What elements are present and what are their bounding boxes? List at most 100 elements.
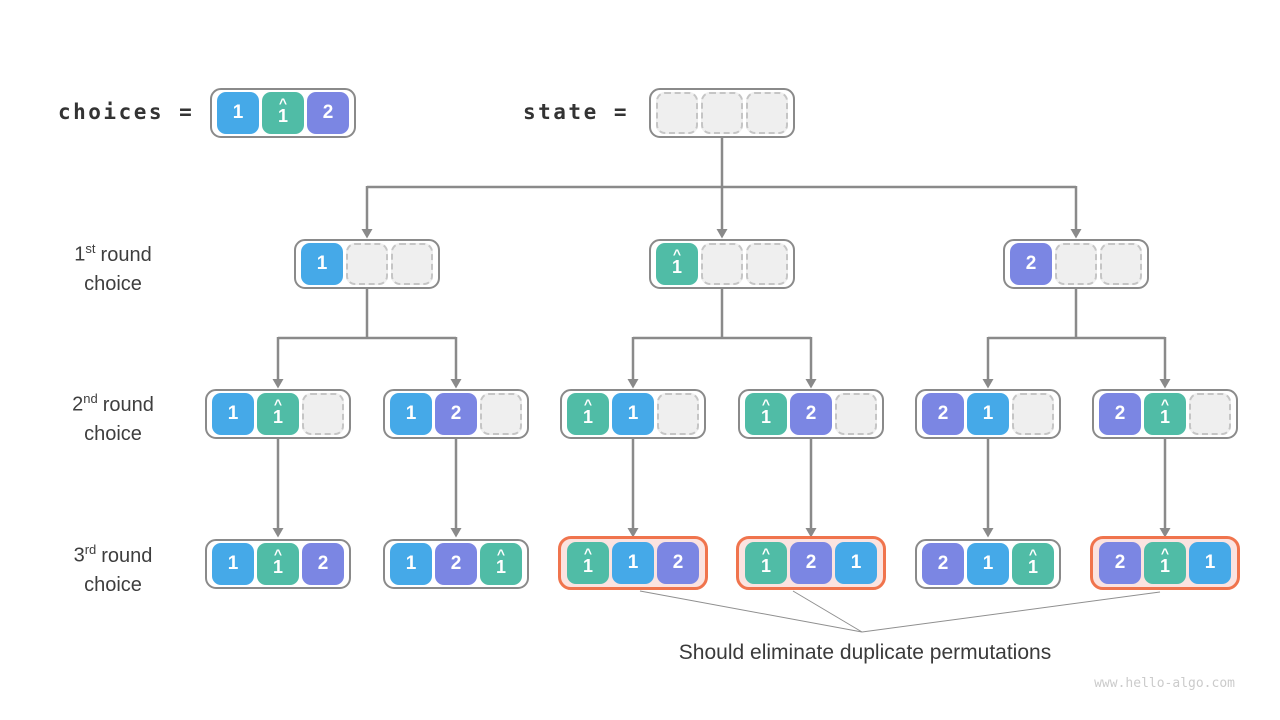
cell-2: 2 bbox=[307, 92, 349, 134]
cell-digit: 1 bbox=[1159, 555, 1170, 576]
r2-box-5: 2 1 bbox=[915, 389, 1061, 439]
cell-1: 1 bbox=[212, 543, 254, 585]
choices-box: 1 ^1 2 bbox=[210, 88, 356, 138]
r3-box-1: 1 ^1 2 bbox=[205, 539, 351, 589]
hat-mark: ^ bbox=[761, 544, 771, 561]
r3-box-4-duplicate: ^1 2 1 bbox=[736, 536, 886, 590]
cell-2: 2 bbox=[657, 542, 699, 584]
cell-1: 1 bbox=[967, 393, 1009, 435]
r2-box-6: 2 ^1 bbox=[1092, 389, 1238, 439]
cell-1: 1 bbox=[835, 542, 877, 584]
cell-digit: 1 bbox=[582, 406, 593, 427]
empty-cell bbox=[1055, 243, 1097, 285]
hat-mark: ^ bbox=[273, 545, 283, 562]
hat-mark: ^ bbox=[583, 395, 593, 412]
cell-2: 2 bbox=[435, 543, 477, 585]
cell-digit: 1 bbox=[277, 105, 288, 126]
hat-mark: ^ bbox=[496, 545, 506, 562]
empty-cell bbox=[746, 243, 788, 285]
empty-cell bbox=[835, 393, 877, 435]
empty-cell bbox=[391, 243, 433, 285]
hat-mark: ^ bbox=[583, 544, 593, 561]
cell-1-hat: ^1 bbox=[567, 393, 609, 435]
cell-1-hat: ^1 bbox=[262, 92, 304, 134]
cell-1-hat: ^1 bbox=[745, 393, 787, 435]
empty-cell bbox=[746, 92, 788, 134]
cell-1-hat: ^1 bbox=[1144, 542, 1186, 584]
cell-2: 2 bbox=[435, 393, 477, 435]
cell-1-hat: ^1 bbox=[257, 543, 299, 585]
empty-cell bbox=[346, 243, 388, 285]
round-2-label-line2: choice bbox=[84, 422, 142, 445]
cell-digit: 1 bbox=[272, 556, 283, 577]
cell-1-hat: ^1 bbox=[745, 542, 787, 584]
cell-2: 2 bbox=[302, 543, 344, 585]
cell-1-hat: ^1 bbox=[480, 543, 522, 585]
cell-digit: 1 bbox=[760, 555, 771, 576]
cell-2: 2 bbox=[1099, 542, 1141, 584]
round-1-label-line2: choice bbox=[84, 272, 142, 295]
state-label: state = bbox=[523, 100, 630, 124]
empty-cell bbox=[701, 243, 743, 285]
r3-box-2: 1 2 ^1 bbox=[383, 539, 529, 589]
cell-1: 1 bbox=[390, 543, 432, 585]
hat-mark: ^ bbox=[1160, 544, 1170, 561]
r3-box-5: 2 1 ^1 bbox=[915, 539, 1061, 589]
r2-box-4: ^1 2 bbox=[738, 389, 884, 439]
hat-mark: ^ bbox=[672, 245, 682, 262]
cell-2: 2 bbox=[790, 393, 832, 435]
cell-digit: 1 bbox=[1027, 556, 1038, 577]
r1-box-1: 1 bbox=[294, 239, 440, 289]
cell-1-hat: ^1 bbox=[1144, 393, 1186, 435]
r1-box-3: 2 bbox=[1003, 239, 1149, 289]
empty-cell bbox=[701, 92, 743, 134]
cell-digit: 1 bbox=[671, 256, 682, 277]
cell-2: 2 bbox=[1099, 393, 1141, 435]
cell-1: 1 bbox=[612, 393, 654, 435]
r3-box-3-duplicate: ^1 1 2 bbox=[558, 536, 708, 590]
cell-1: 1 bbox=[1189, 542, 1231, 584]
state-box bbox=[649, 88, 795, 138]
cell-digit: 1 bbox=[272, 406, 283, 427]
cell-1: 1 bbox=[217, 92, 259, 134]
r2-box-3: ^1 1 bbox=[560, 389, 706, 439]
choices-label: choices = bbox=[58, 100, 195, 124]
cell-1-hat: ^1 bbox=[1012, 543, 1054, 585]
hat-mark: ^ bbox=[273, 395, 283, 412]
cell-digit: 1 bbox=[582, 555, 593, 576]
empty-cell bbox=[480, 393, 522, 435]
hat-mark: ^ bbox=[1028, 545, 1038, 562]
cell-1-hat: ^1 bbox=[567, 542, 609, 584]
empty-cell bbox=[656, 92, 698, 134]
duplicate-annotation: Should eliminate duplicate permutations bbox=[678, 641, 1052, 664]
r2-box-2: 1 2 bbox=[383, 389, 529, 439]
r1-box-2: ^1 bbox=[649, 239, 795, 289]
cell-2: 2 bbox=[922, 543, 964, 585]
round-3-label-line2: choice bbox=[84, 573, 142, 596]
cell-1: 1 bbox=[390, 393, 432, 435]
cell-2: 2 bbox=[1010, 243, 1052, 285]
empty-cell bbox=[657, 393, 699, 435]
hat-mark: ^ bbox=[1160, 395, 1170, 412]
cell-2: 2 bbox=[922, 393, 964, 435]
cell-1: 1 bbox=[612, 542, 654, 584]
r3-box-6-duplicate: 2 ^1 1 bbox=[1090, 536, 1240, 590]
empty-cell bbox=[1100, 243, 1142, 285]
cell-digit: 1 bbox=[1159, 406, 1170, 427]
cell-1: 1 bbox=[212, 393, 254, 435]
hat-mark: ^ bbox=[761, 395, 771, 412]
empty-cell bbox=[1012, 393, 1054, 435]
cell-1: 1 bbox=[967, 543, 1009, 585]
watermark: www.hello-algo.com bbox=[1094, 676, 1235, 691]
cell-digit: 1 bbox=[495, 556, 506, 577]
cell-1-hat: ^1 bbox=[656, 243, 698, 285]
cell-1: 1 bbox=[301, 243, 343, 285]
cell-digit: 1 bbox=[760, 406, 771, 427]
empty-cell bbox=[302, 393, 344, 435]
